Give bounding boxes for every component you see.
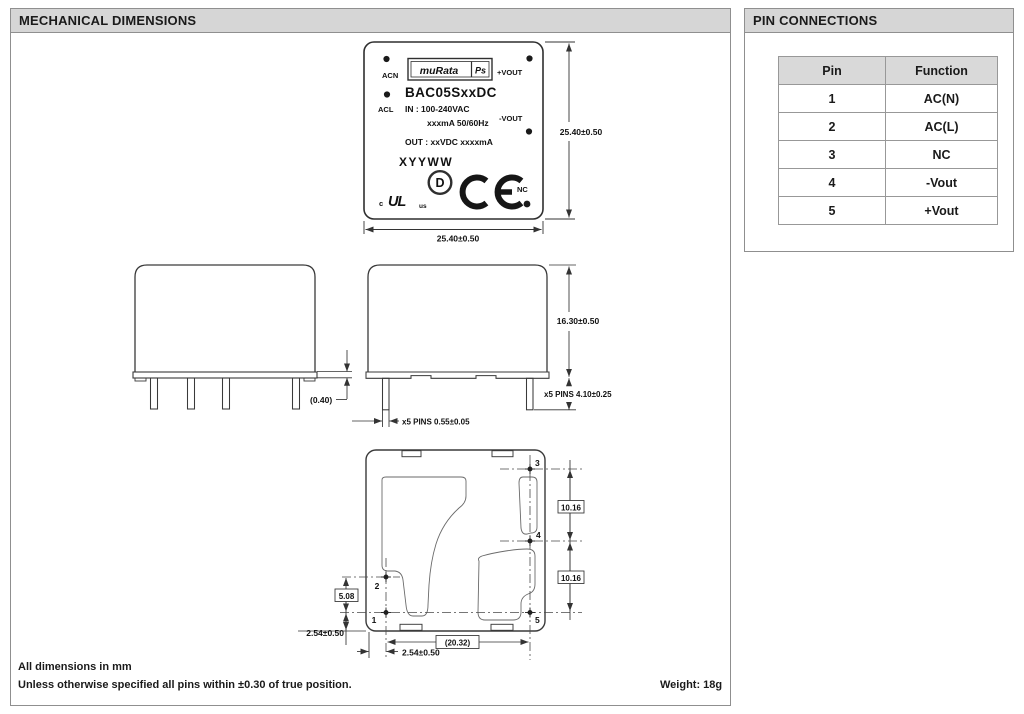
pin-connections-table: Pin Function 1 AC(N) 2 AC(L) 3 NC 4 -Vou…: [778, 56, 998, 225]
mechanical-dimensions-header: MECHANICAL DIMENSIONS: [11, 9, 730, 33]
function-cell: AC(L): [885, 112, 998, 141]
table-header-row: Pin Function: [778, 56, 998, 85]
pin-connections-header: PIN CONNECTIONS: [745, 9, 1013, 33]
pin-cell: 2: [778, 112, 886, 141]
note-dimensions-mm: All dimensions in mm: [18, 661, 132, 673]
table-row: 1 AC(N): [778, 84, 998, 113]
pin-connections-panel: PIN CONNECTIONS Pin Function 1 AC(N) 2 A…: [744, 8, 1014, 252]
pin-cell: 3: [778, 140, 886, 169]
function-cell: -Vout: [885, 168, 998, 197]
function-cell: NC: [885, 140, 998, 169]
mechanical-dimensions-panel: MECHANICAL DIMENSIONS: [10, 8, 731, 706]
pin-connections-title: PIN CONNECTIONS: [753, 13, 878, 28]
pin-column-header: Pin: [778, 56, 886, 85]
pin-cell: 1: [778, 84, 886, 113]
table-row: 3 NC: [778, 140, 998, 169]
pin-cell: 4: [778, 168, 886, 197]
mechanical-dimensions-title: MECHANICAL DIMENSIONS: [19, 13, 197, 28]
function-column-header: Function: [885, 56, 998, 85]
function-cell: AC(N): [885, 84, 998, 113]
table-row: 2 AC(L): [778, 112, 998, 141]
note-true-position: Unless otherwise specified all pins with…: [18, 679, 352, 691]
table-row: 5 +Vout: [778, 196, 998, 225]
function-cell: +Vout: [885, 196, 998, 225]
table-row: 4 -Vout: [778, 168, 998, 197]
pin-cell: 5: [778, 196, 886, 225]
weight-note: Weight: 18g: [660, 679, 723, 691]
